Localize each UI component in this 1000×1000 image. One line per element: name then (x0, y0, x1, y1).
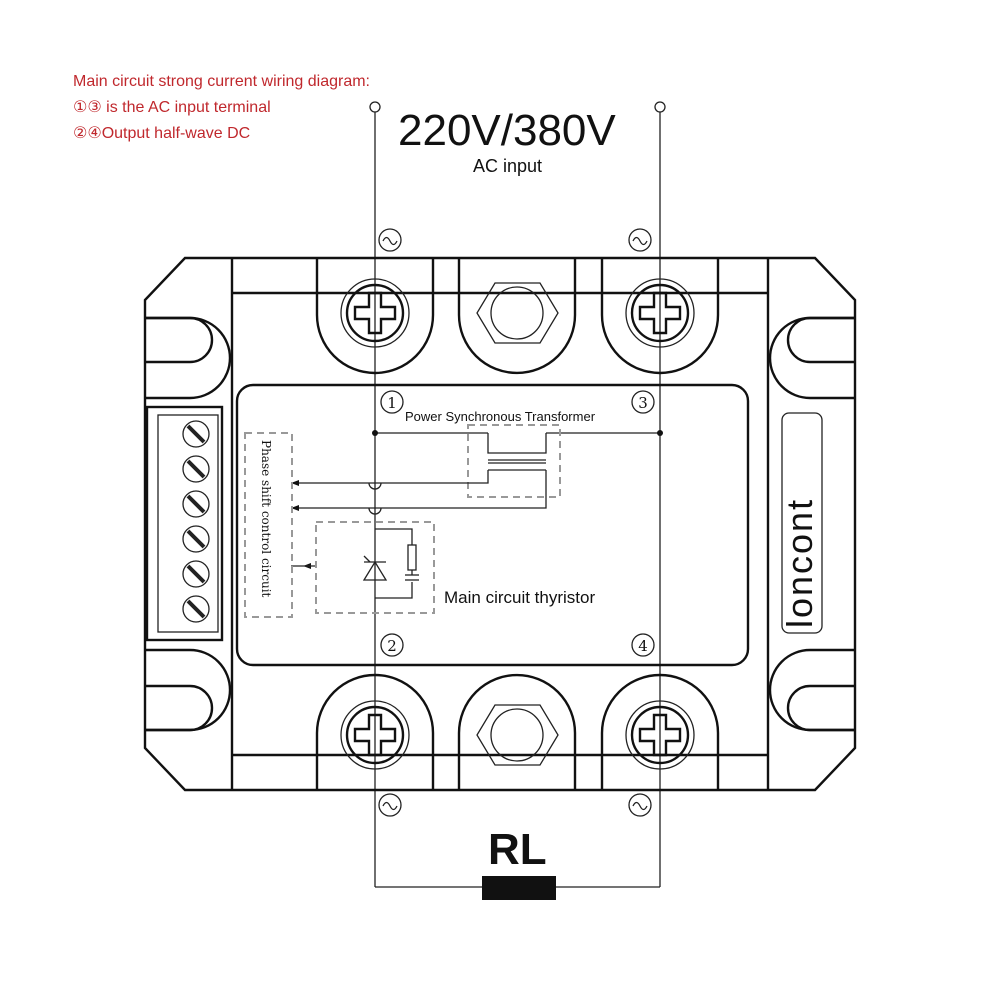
wires (369, 101, 666, 888)
thyristor-box (315, 521, 435, 614)
terminal-number-4: 4 (638, 637, 648, 655)
brand-plate (781, 412, 823, 634)
transformer-label: Power Synchronous Transformer (405, 409, 596, 424)
mount-nut-bottom (457, 673, 577, 790)
input-label: AC input (473, 156, 542, 176)
terminal-number-2: 2 (387, 637, 397, 655)
inner-panel (235, 383, 750, 667)
screw-terminals (315, 258, 720, 790)
internal-circuit (244, 424, 663, 618)
terminal-3 (600, 258, 720, 375)
phase-shift-box (244, 432, 293, 618)
mount-nut-top (457, 258, 577, 375)
phase-shift-label: Phase shift control circuit (259, 440, 273, 598)
thyristor-label: Main circuit thyristor (444, 588, 595, 607)
terminal-4 (600, 673, 720, 790)
notes-line1: ①③ is the AC input terminal (73, 99, 271, 116)
input-voltage: 220V/380V (398, 106, 616, 155)
control-connector (145, 405, 224, 642)
terminal-2 (315, 673, 435, 790)
load-label: RL (488, 825, 547, 874)
terminal-number-1: 1 (387, 394, 397, 412)
notes-title: Main circuit strong current wiring diagr… (73, 73, 370, 90)
terminal-1 (315, 258, 435, 375)
thyristor-icon (362, 560, 388, 581)
transformer-box (467, 424, 561, 498)
load-resistor-icon (482, 876, 556, 900)
terminal-number-3: 3 (638, 394, 648, 412)
terminal-numbers: 1 3 2 4 (380, 390, 655, 657)
brand-logo: loncont (779, 498, 820, 628)
notes-line2: ②④Output half-wave DC (73, 125, 250, 142)
ac-symbol-icons (378, 228, 652, 817)
